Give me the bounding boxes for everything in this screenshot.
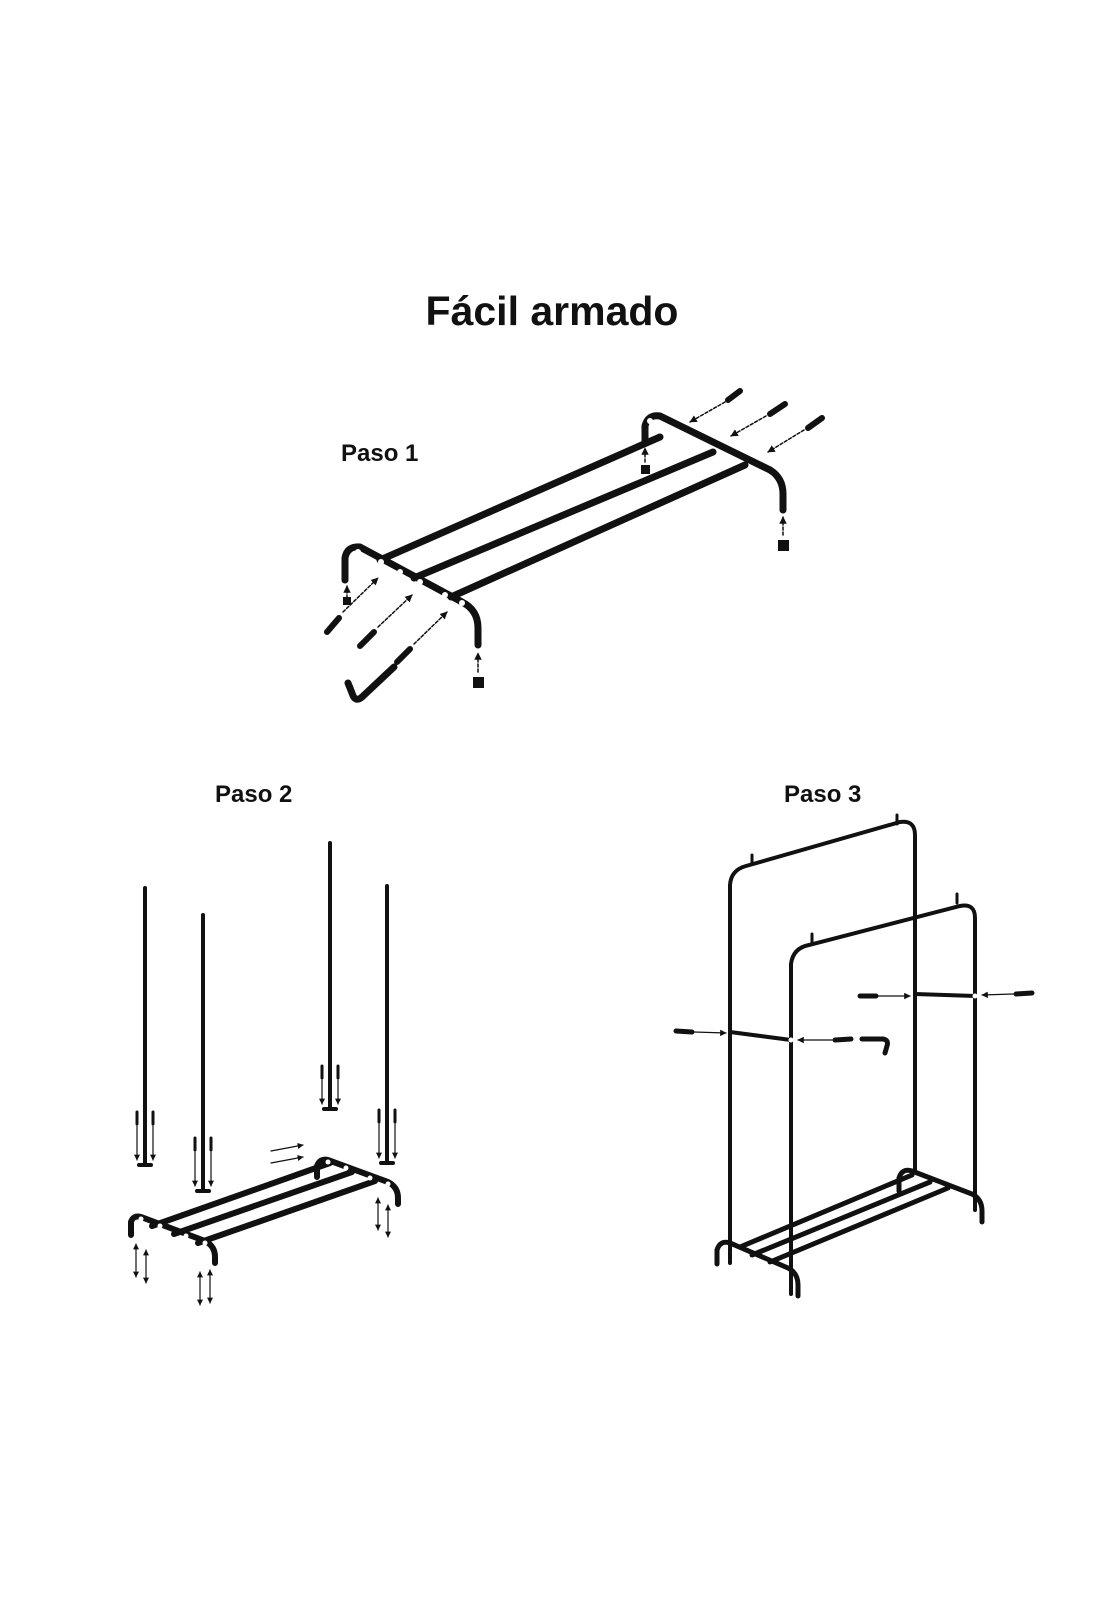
step-2-arrows-down	[134, 1079, 398, 1187]
step-3-diagram	[673, 813, 1035, 1299]
step-1-screws-far	[725, 388, 825, 431]
step-2-pole-pins	[137, 1107, 395, 1193]
step-2-poles	[143, 841, 389, 1193]
step-1-arrows-far	[641, 401, 805, 536]
step-1-arrows-near	[342, 577, 482, 673]
step-3-allen-key-icon	[859, 1036, 890, 1056]
step-3-rear-frame	[728, 819, 917, 1265]
step-3-cross-bars	[728, 992, 977, 1042]
step-3-shelf	[714, 1167, 985, 1299]
step-1-shelf-frame	[341, 412, 787, 649]
step-3-front-frame	[789, 903, 977, 1296]
step-2-shelf-frame	[128, 1156, 401, 1266]
step-3-bolts	[673, 990, 1035, 1043]
step-2-holes	[138, 1159, 391, 1246]
page-title: Fácil armado	[425, 288, 679, 334]
step-2-label: Paso 2	[215, 781, 293, 808]
step-2-feet-arrows	[133, 1197, 391, 1306]
step-3-top-pins	[750, 813, 959, 945]
step-1-label: Paso 1	[341, 440, 419, 467]
step-3-arrows	[693, 991, 1014, 1044]
step-1-screws-near	[324, 615, 413, 665]
allen-key-icon	[344, 663, 398, 703]
step-3-label: Paso 3	[784, 781, 862, 808]
step-1-holes	[355, 418, 773, 606]
step-2-side-arrows	[270, 1143, 304, 1164]
step-3-joint-holes	[788, 993, 978, 1043]
step-2-diagram	[128, 841, 401, 1306]
step-1-diagram	[324, 388, 825, 703]
step-1-feet-caps	[343, 465, 789, 688]
step-2-screws-top	[135, 1064, 397, 1152]
